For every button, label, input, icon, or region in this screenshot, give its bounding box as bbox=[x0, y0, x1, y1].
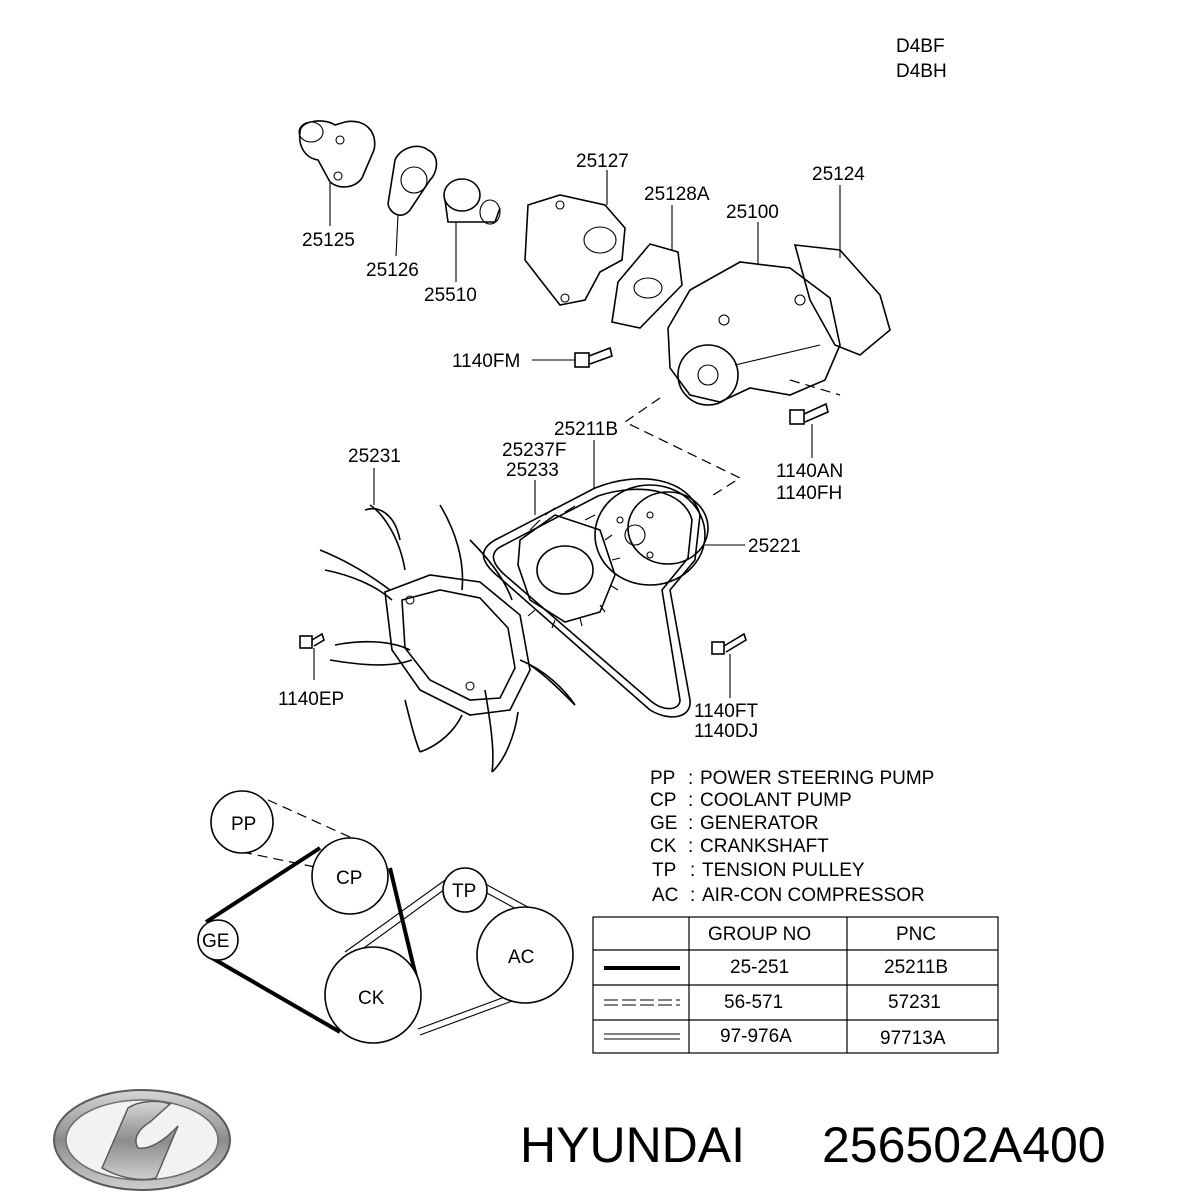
svg-text::: : bbox=[690, 885, 695, 906]
brand-name: HYUNDAI bbox=[520, 1117, 745, 1173]
cooling-fan-25231-part bbox=[319, 504, 576, 773]
label-25127: 25127 bbox=[576, 151, 629, 172]
belt-table: GROUP NO PNC 25-251 25211B 56-571 57231 … bbox=[592, 916, 999, 1054]
water-pump-25100-part bbox=[667, 261, 841, 406]
svg-text::: : bbox=[688, 790, 693, 811]
belt-routing-schematic: PP CP GE CK TP AC bbox=[197, 790, 574, 1044]
pulley-tp-label: TP bbox=[452, 881, 476, 902]
table-cell-pnc: 25211B bbox=[884, 957, 948, 978]
legend-name: TENSION PULLEY bbox=[702, 860, 865, 881]
label-25126: 25126 bbox=[366, 260, 419, 281]
label-25100: 25100 bbox=[726, 202, 779, 223]
label-25237f: 25237F bbox=[502, 440, 566, 461]
table-cell-group-no: 56-571 bbox=[724, 992, 783, 1013]
gasket-25124-part bbox=[793, 244, 891, 356]
pulley-pp-label: PP bbox=[231, 814, 256, 835]
legend-code: CP bbox=[650, 790, 676, 811]
svg-text::: : bbox=[690, 860, 695, 881]
housing-25127-part bbox=[524, 194, 626, 306]
legend-name: POWER STEERING PUMP bbox=[700, 768, 934, 789]
table-cell-group-no: 25-251 bbox=[730, 957, 789, 978]
alignment-line bbox=[623, 397, 742, 498]
legend-name: AIR-CON COMPRESSOR bbox=[702, 885, 925, 906]
table-cell-group-no: 97-976A bbox=[720, 1026, 792, 1047]
pulley-ck-circle bbox=[324, 946, 422, 1044]
alignment-line-2 bbox=[789, 379, 841, 396]
legend-name: CRANKSHAFT bbox=[700, 836, 829, 857]
label-1140an: 1140AN bbox=[776, 461, 843, 482]
label-25231: 25231 bbox=[348, 446, 401, 467]
thermostat-25510-part bbox=[443, 178, 501, 225]
table-cell-pnc: 97713A bbox=[880, 1028, 946, 1049]
pulley-ac-circle bbox=[476, 906, 574, 1004]
pulley-ck-label: CK bbox=[358, 988, 385, 1009]
line-style-solid-double bbox=[604, 1033, 680, 1040]
pulley-25221-part bbox=[594, 484, 709, 586]
pulley-ac-label: AC bbox=[508, 947, 534, 968]
bolt-1140fm-part bbox=[574, 346, 613, 368]
bolt-1140ft-part bbox=[711, 632, 747, 655]
legend-name: COOLANT PUMP bbox=[700, 790, 852, 811]
svg-text::: : bbox=[688, 836, 693, 857]
gasket-25128a-part bbox=[611, 243, 683, 329]
line-style-dashed-double bbox=[604, 999, 680, 1006]
pulley-cp-circle bbox=[311, 837, 389, 915]
legend-code: AC bbox=[652, 885, 678, 906]
label-25128a: 25128A bbox=[644, 184, 710, 205]
label-25124: 25124 bbox=[812, 164, 865, 185]
pulley-ge-label: GE bbox=[202, 931, 229, 952]
pulley-ge-circle bbox=[197, 919, 239, 961]
label-1140ep: 1140EP bbox=[278, 689, 344, 710]
table-cell-pnc: 57231 bbox=[888, 992, 941, 1013]
label-25125: 25125 bbox=[302, 230, 355, 251]
gasket-25126-part bbox=[387, 145, 438, 216]
part-number: 256502A400 bbox=[822, 1117, 1106, 1173]
label-25211b: 25211B bbox=[554, 419, 618, 440]
fitting-25125-part bbox=[298, 120, 376, 188]
legend-code: PP bbox=[650, 768, 675, 789]
svg-text::: : bbox=[688, 813, 693, 834]
pulley-cp-label: CP bbox=[336, 868, 362, 889]
pulley-legend: PP : POWER STEERING PUMP CP : COOLANT PU… bbox=[650, 768, 934, 906]
label-25233: 25233 bbox=[506, 460, 559, 481]
table-header-group-no: GROUP NO bbox=[708, 924, 811, 945]
hyundai-logo-icon bbox=[53, 1089, 231, 1191]
legend-code: GE bbox=[650, 813, 677, 834]
fan-shroud-part bbox=[384, 574, 531, 716]
bolt-1140ep-part bbox=[299, 632, 325, 649]
label-1140fm: 1140FM bbox=[452, 351, 520, 372]
table-header-pnc: PNC bbox=[896, 924, 936, 945]
engine-code-d4bf: D4BF bbox=[896, 36, 945, 57]
engine-code-d4bh: D4BH bbox=[896, 61, 947, 82]
svg-text::: : bbox=[688, 768, 693, 789]
label-1140fh: 1140FH bbox=[776, 483, 842, 504]
label-25510: 25510 bbox=[424, 285, 477, 306]
pulley-tp-circle bbox=[442, 867, 488, 913]
legend-code: TP bbox=[652, 860, 676, 881]
label-25221: 25221 bbox=[748, 536, 801, 557]
legend-code: CK bbox=[650, 836, 677, 857]
legend-name: GENERATOR bbox=[700, 813, 819, 834]
bolt-1140an-part bbox=[789, 402, 829, 425]
label-1140dj: 1140DJ bbox=[694, 721, 758, 742]
fan-clutch-25233-part bbox=[517, 505, 621, 629]
v-belt-25211b-part bbox=[482, 477, 701, 718]
pulley-pp-circle bbox=[210, 790, 274, 854]
label-1140ft: 1140FT bbox=[694, 701, 758, 722]
